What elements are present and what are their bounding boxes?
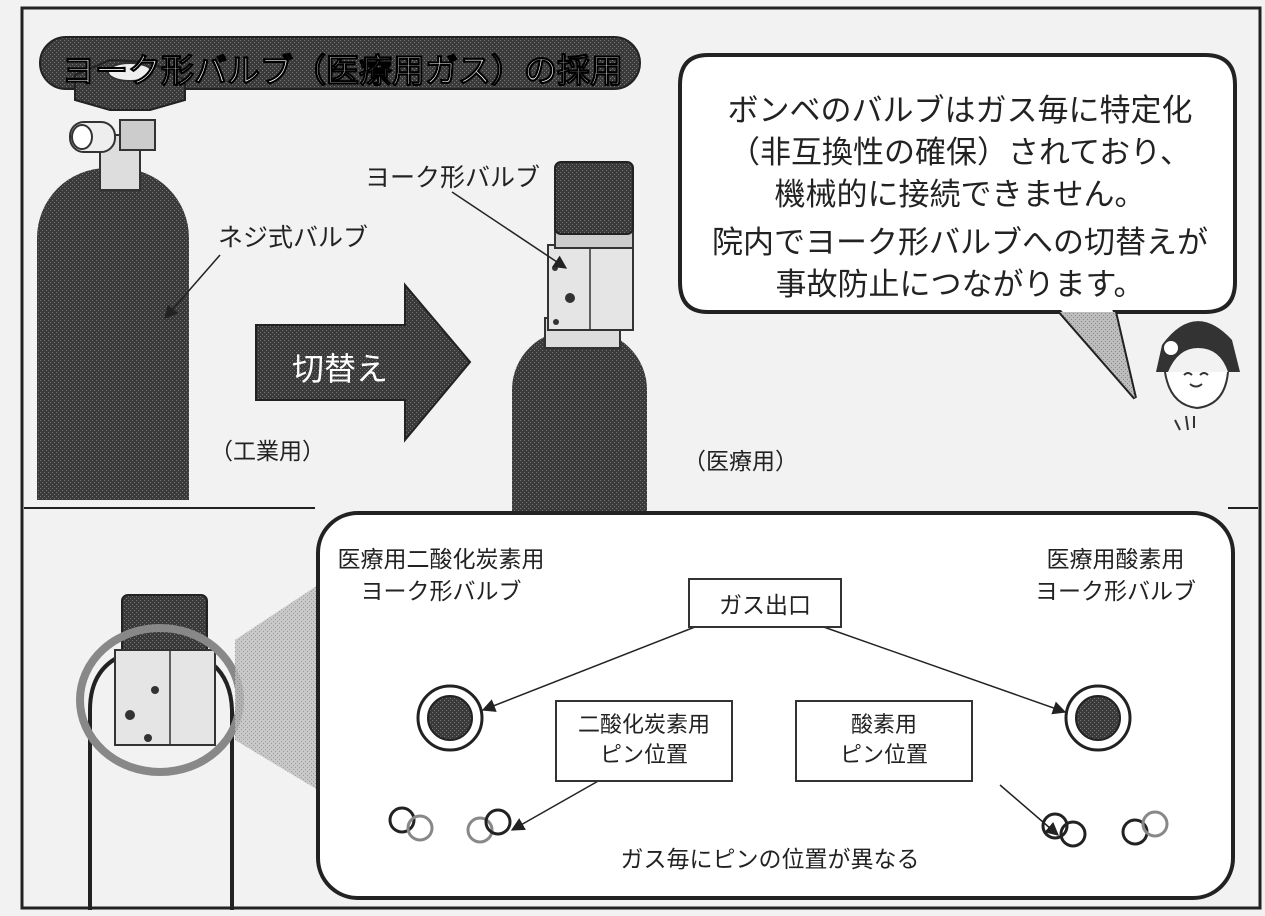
yoke-valve-label: ヨーク形バルブ [365,163,541,192]
bubble-line-4: 院内でヨーク形バルブへの切替えが [712,225,1208,261]
co2-yoke-label-line1: 医療用二酸化炭素用 [337,547,545,573]
screw-valve-label: ネジ式バルブ [218,223,369,252]
industrial-label: （工業用） [210,439,325,465]
switch-arrow [255,282,472,443]
medical-cylinder-icon [512,161,647,630]
o2-yoke-label-line2: ヨーク形バルブ [1035,579,1196,605]
o2-pins-icon [1041,810,1169,848]
title-banner [39,36,641,90]
bubble-line-2: （非互換性の確保）されており、 [729,135,1191,171]
gas-outlet-label: ガス出口 [719,593,811,619]
mascot-face-icon [1156,321,1240,431]
bubble-line-3: 機械的に接続できません。 [774,177,1146,213]
o2-pin-label-line1: 酸素用 [850,713,917,739]
medical-label: （医療用） [683,449,798,475]
co2-pin-label-line2: ピン位置 [599,743,688,768]
co2-pins-icon [388,806,512,844]
gas-outlet-box: ガス出口 [688,578,842,628]
co2-pin-label-line1: 二酸化炭素用 [577,713,710,739]
co2-outlet-icon [416,684,484,752]
bubble-line-1: ボンベのバルブはガス毎に特定化 [727,93,1193,129]
industrial-cylinder-icon [37,58,189,500]
co2-yoke-label-line2: ヨーク形バルブ [360,579,522,605]
o2-yoke-label-line1: 医療用酸素用 [1046,547,1185,573]
o2-pin-label-line2: ピン位置 [839,743,928,768]
bubble-line-5: 事故防止につながります。 [775,267,1145,303]
switch-label: 切替え [292,350,389,388]
pin-difference-label: ガス毎にピンの位置が異なる [620,847,920,873]
valve-closeup-cylinder-icon [76,594,244,910]
outer-frame [20,6,1262,910]
zoom-connector [235,585,318,790]
co2-pin-box: 二酸化炭素用 ピン位置 [555,700,733,782]
diagram-title: ヨーク形バルブ（医療用ガス）の採用 [62,51,624,91]
o2-outlet-icon [1064,684,1132,752]
o2-pin-box: 酸素用 ピン位置 [795,700,973,782]
comparison-panel [316,511,1235,900]
